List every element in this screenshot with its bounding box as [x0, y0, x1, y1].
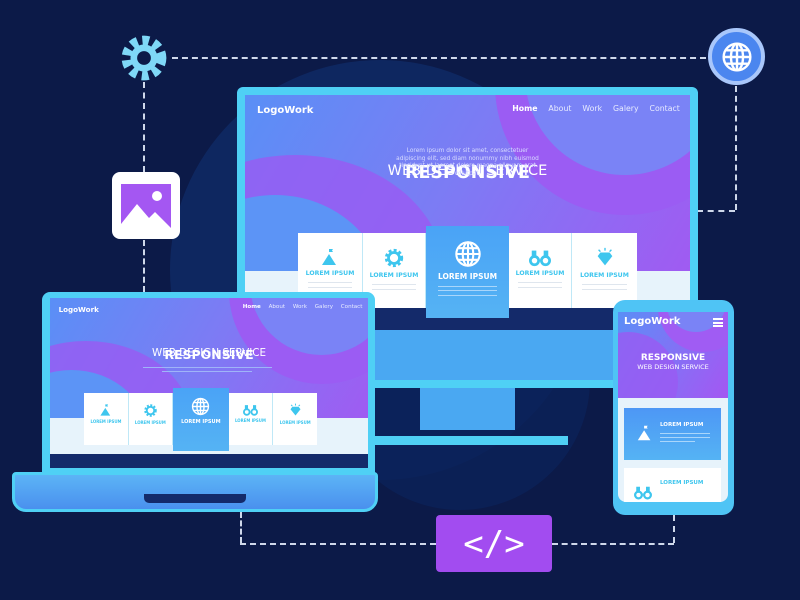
- nav-home[interactable]: Home: [512, 103, 538, 113]
- card-label: LOREM IPSUM: [580, 272, 629, 280]
- nav-galery[interactable]: Galery: [314, 304, 333, 311]
- connector-line: [143, 240, 145, 292]
- card-label: LOREM IPSUM: [279, 420, 311, 426]
- image-card[interactable]: [112, 172, 180, 239]
- hero-subtitle: WEB DESIGN SERVICE: [637, 363, 709, 371]
- feature-card[interactable]: LOREM IPSUM: [509, 233, 572, 308]
- connector-line: [697, 210, 735, 212]
- hero-subtitle: WEB DESIGN SERVICE: [387, 163, 548, 180]
- card-label: LOREM IPSUM: [234, 418, 266, 424]
- connector-line: [240, 512, 242, 543]
- card-label: LOREM IPSUM: [660, 480, 704, 486]
- feature-card-highlighted[interactable]: LOREM IPSUM: [426, 226, 509, 318]
- site-logo[interactable]: LogoWork: [624, 316, 681, 327]
- diamond-icon: [597, 247, 612, 266]
- nav-contact[interactable]: Contact: [340, 304, 363, 311]
- connector-line: [172, 57, 706, 59]
- card-label: LOREM IPSUM: [660, 422, 704, 428]
- gear-icon: [121, 35, 167, 81]
- binoculars-icon: [634, 486, 652, 500]
- globe-button[interactable]: [708, 28, 765, 85]
- site-nav: Home About Work Galery Contact: [501, 104, 680, 113]
- mountain-flag-icon: [322, 249, 336, 265]
- hero-title: RESPONSIVE: [164, 346, 254, 362]
- card-label: LOREM IPSUM: [369, 272, 419, 280]
- feature-card[interactable]: LOREM IPSUM: [128, 393, 173, 445]
- binoculars-icon: [242, 405, 258, 416]
- diamond-icon: [290, 403, 301, 416]
- feature-card-highlighted[interactable]: LOREM IPSUM: [172, 388, 229, 451]
- site-nav: Home About Work Galery Contact: [235, 304, 363, 310]
- feature-cards: LOREM IPSUM LOREM IPSUM LOREM IPSUM LORE…: [84, 388, 318, 451]
- hero-title: RESPONSIVE: [405, 163, 530, 184]
- nav-contact[interactable]: Contact: [649, 103, 680, 113]
- connector-line: [735, 86, 737, 210]
- image-icon: [121, 183, 171, 228]
- hamburger-menu-icon[interactable]: [713, 318, 723, 327]
- card-label: LOREM IPSUM: [181, 418, 221, 425]
- card-label: LOREM IPSUM: [134, 420, 166, 426]
- nav-work[interactable]: Work: [582, 103, 603, 113]
- laptop-screen: LogoWork Home About Work Galery Contact …: [50, 298, 368, 468]
- connector-line: [143, 82, 145, 172]
- card-label: LOREM IPSUM: [515, 270, 565, 278]
- feature-card-highlighted[interactable]: LOREM IPSUM: [624, 408, 721, 460]
- globe-icon: [454, 241, 481, 267]
- feature-card[interactable]: LOREM IPSUM: [273, 393, 318, 445]
- hero-subtitle: WEB DESIGN SERVICE: [151, 346, 267, 359]
- monitor-screen: LogoWork Home About Work Galery Contact …: [245, 95, 690, 330]
- mountain-flag-icon: [100, 404, 111, 416]
- site-logo[interactable]: LogoWork: [257, 105, 314, 116]
- feature-card[interactable]: LOREM IPSUM: [572, 233, 637, 308]
- connector-line: [673, 515, 675, 543]
- mountain-flag-icon: [637, 425, 651, 441]
- gear-icon: [384, 248, 404, 268]
- site-logo[interactable]: LogoWork: [58, 305, 99, 315]
- code-icon: </>: [463, 523, 525, 564]
- nav-home[interactable]: Home: [242, 304, 261, 311]
- feature-card[interactable]: LOREM IPSUM: [228, 393, 274, 445]
- connector-line: [552, 543, 674, 545]
- nav-work[interactable]: Work: [292, 304, 307, 311]
- globe-icon: [721, 41, 752, 72]
- nav-about[interactable]: About: [548, 103, 572, 113]
- card-label: LOREM IPSUM: [437, 271, 498, 281]
- gear-icon: [144, 404, 157, 417]
- nav-galery[interactable]: Galery: [613, 103, 639, 113]
- feature-card[interactable]: LOREM IPSUM: [624, 468, 721, 502]
- card-label: LOREM IPSUM: [90, 419, 122, 425]
- hero-title: RESPONSIVE: [640, 353, 706, 363]
- hero-paragraph: Lorem ipsum dolor sit amet, consectetuer…: [396, 147, 539, 178]
- binoculars-icon: [529, 250, 551, 267]
- nav-about[interactable]: About: [268, 304, 286, 311]
- feature-card[interactable]: LOREM IPSUM: [84, 393, 129, 445]
- card-label: LOREM IPSUM: [305, 270, 355, 278]
- code-button[interactable]: </>: [436, 515, 552, 572]
- globe-icon: [192, 398, 210, 416]
- phone-screen: LogoWork RESPONSIVE WEB DESIGN SERVICE L…: [618, 312, 728, 502]
- connector-line: [240, 543, 436, 545]
